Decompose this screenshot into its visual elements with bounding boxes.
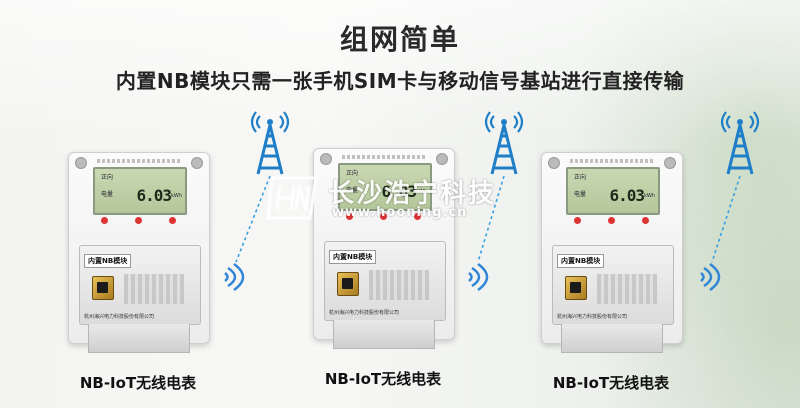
meter-spec-strip <box>342 155 426 159</box>
led-icon <box>169 217 176 224</box>
background-window-light <box>0 0 800 140</box>
lcd-direction: 正向 <box>346 170 359 177</box>
lcd-display: 正向 电量 6.03 kWh <box>566 167 660 215</box>
meter-1: 正向 电量 6.03 kWh 内置NB模块 杭州海兴电力科技股份有限公司 NB-… <box>68 152 210 392</box>
lcd-label: 电量 <box>101 191 114 198</box>
led-row <box>570 217 654 227</box>
lcd-direction: 正向 <box>101 174 114 181</box>
led-icon <box>101 217 108 224</box>
led-icon <box>642 217 649 224</box>
module-label: 内置NB模块 <box>329 250 377 264</box>
cell-tower-icon <box>484 111 524 175</box>
lcd-reading: 6.03 <box>136 186 172 205</box>
barcode-area <box>369 270 429 300</box>
terminal-cover <box>88 324 190 353</box>
lcd-unit: kWh <box>643 193 655 199</box>
screw-icon <box>548 157 560 169</box>
signal-link-line <box>477 175 505 263</box>
page-title: 组网简单 <box>339 23 460 56</box>
module-panel: 内置NB模块 杭州海兴电力科技股份有限公司 <box>552 245 674 325</box>
lcd-display: 正向 电量 6.03 kWh <box>93 167 187 215</box>
screw-icon <box>75 157 87 169</box>
led-icon <box>380 213 387 220</box>
screw-icon <box>664 157 676 169</box>
meter-2: 正向 电量 6.03 kWh 内置NB模块 杭州海兴电力科技股份有限公司 NB-… <box>313 148 455 388</box>
meter-body: 正向 电量 6.03 kWh 内置NB模块 杭州海兴电力科技股份有限公司 <box>68 152 210 344</box>
meter-3: 正向 电量 6.03 kWh 内置NB模块 杭州海兴电力科技股份有限公司 NB-… <box>541 152 683 392</box>
meter-caption: NB-IoT无线电表 <box>79 374 197 392</box>
watermark-company: 长沙浩宁科技 <box>328 179 497 209</box>
led-icon <box>135 217 142 224</box>
screw-icon <box>320 153 332 165</box>
watermark-url: www.hooning.cn <box>332 205 468 220</box>
hn-logo-icon <box>266 176 318 220</box>
page-subtitle: 内置NB模块只需一张手机SIM卡与移动信号基站进行直接传输 <box>115 69 685 93</box>
led-icon <box>574 217 581 224</box>
sim-card-icon <box>565 276 587 300</box>
meter-spec-strip <box>97 159 181 163</box>
module-panel: 内置NB模块 杭州海兴电力科技股份有限公司 <box>324 241 446 321</box>
led-icon <box>414 213 421 220</box>
lcd-label: 电量 <box>574 191 587 198</box>
cell-tower-icon <box>250 111 290 175</box>
meter-body: 正向 电量 6.03 kWh 内置NB模块 杭州海兴电力科技股份有限公司 <box>313 148 455 340</box>
led-icon <box>608 217 615 224</box>
signal-link-line <box>711 175 741 263</box>
meter-caption: NB-IoT无线电表 <box>324 370 442 388</box>
wireless-signal-icon <box>700 262 721 292</box>
lcd-display: 正向 电量 6.03 kWh <box>338 163 432 211</box>
barcode-area <box>597 274 657 304</box>
module-label: 内置NB模块 <box>557 254 605 268</box>
meter-body: 正向 电量 6.03 kWh 内置NB模块 杭州海兴电力科技股份有限公司 <box>541 152 683 344</box>
lcd-unit: kWh <box>170 193 182 199</box>
sim-card-icon <box>92 276 114 300</box>
manufacturer-label: 杭州海兴电力科技股份有限公司 <box>329 310 400 316</box>
manufacturer-label: 杭州海兴电力科技股份有限公司 <box>84 314 155 320</box>
cell-tower-icon <box>720 111 760 175</box>
module-panel: 内置NB模块 杭州海兴电力科技股份有限公司 <box>79 245 201 325</box>
terminal-cover <box>561 324 663 353</box>
screw-icon <box>436 153 448 165</box>
wireless-signal-icon <box>468 262 489 292</box>
lcd-unit: kWh <box>415 189 427 195</box>
meter-caption: NB-IoT无线电表 <box>552 374 670 392</box>
module-label: 内置NB模块 <box>84 254 132 268</box>
led-icon <box>346 213 353 220</box>
watermark-logo: 长沙浩宁科技 www.hooning.cn <box>266 172 516 224</box>
wireless-signal-icon <box>224 262 245 292</box>
manufacturer-label: 杭州海兴电力科技股份有限公司 <box>557 314 628 320</box>
lcd-direction: 正向 <box>574 174 587 181</box>
led-row <box>342 213 426 223</box>
signal-link-line <box>235 175 271 263</box>
lcd-label: 电量 <box>346 187 359 194</box>
lcd-reading: 6.03 <box>609 186 645 205</box>
led-row <box>97 217 181 227</box>
barcode-area <box>124 274 184 304</box>
screw-icon <box>191 157 203 169</box>
lcd-reading: 6.03 <box>381 182 417 201</box>
terminal-cover <box>333 320 435 349</box>
meter-spec-strip <box>570 159 654 163</box>
sim-card-icon <box>337 272 359 296</box>
